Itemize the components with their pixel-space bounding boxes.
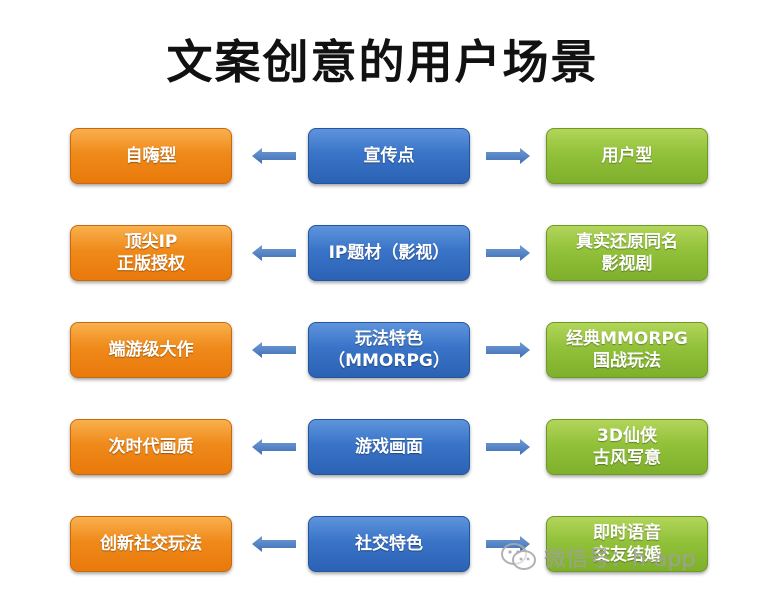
left-box: 自嗨型 xyxy=(70,128,232,184)
watermark: 微信号：h-app xyxy=(500,540,695,574)
right-box: 即时语音 交友结婚 xyxy=(546,516,708,572)
left-box: 次时代画质 xyxy=(70,419,232,475)
right-box: 经典MMORPG 国战玩法 xyxy=(546,322,708,378)
arrow-right-icon xyxy=(486,342,530,358)
arrow-left-icon xyxy=(252,245,296,261)
right-box: 真实还原同名 影视剧 xyxy=(546,225,708,281)
center-box: 玩法特色 （MMORPG） xyxy=(308,322,470,378)
scenario-row: 顶尖IP 正版授权 IP题材（影视） 真实还原同名 影视剧 xyxy=(0,225,765,281)
scenario-row: 端游级大作 玩法特色 （MMORPG） 经典MMORPG 国战玩法 xyxy=(0,322,765,378)
scenario-row: 创新社交玩法 社交特色 即时语音 交友结婚 xyxy=(0,516,765,572)
arrow-left-icon xyxy=(252,148,296,164)
right-box: 用户型 xyxy=(546,128,708,184)
left-box: 端游级大作 xyxy=(70,322,232,378)
page-title: 文案创意的用户场景 xyxy=(166,35,599,89)
arrow-right-icon xyxy=(486,536,530,552)
left-box: 顶尖IP 正版授权 xyxy=(70,225,232,281)
arrow-left-icon xyxy=(252,342,296,358)
arrow-left-icon xyxy=(252,536,296,552)
center-box: 社交特色 xyxy=(308,516,470,572)
center-box: 游戏画面 xyxy=(308,419,470,475)
scenario-row: 次时代画质 游戏画面 3D仙侠 古风写意 xyxy=(0,419,765,475)
scenario-row: 自嗨型 宣传点 用户型 xyxy=(0,128,765,184)
arrow-right-icon xyxy=(486,148,530,164)
arrow-right-icon xyxy=(486,439,530,455)
center-box: IP题材（影视） xyxy=(308,225,470,281)
wechat-icon xyxy=(501,543,536,570)
arrow-right-icon xyxy=(486,245,530,261)
center-box: 宣传点 xyxy=(308,128,470,184)
watermark-text: 微信号：h-app xyxy=(544,547,696,572)
arrow-left-icon xyxy=(252,439,296,455)
left-box: 创新社交玩法 xyxy=(70,516,232,572)
right-box: 3D仙侠 古风写意 xyxy=(546,419,708,475)
